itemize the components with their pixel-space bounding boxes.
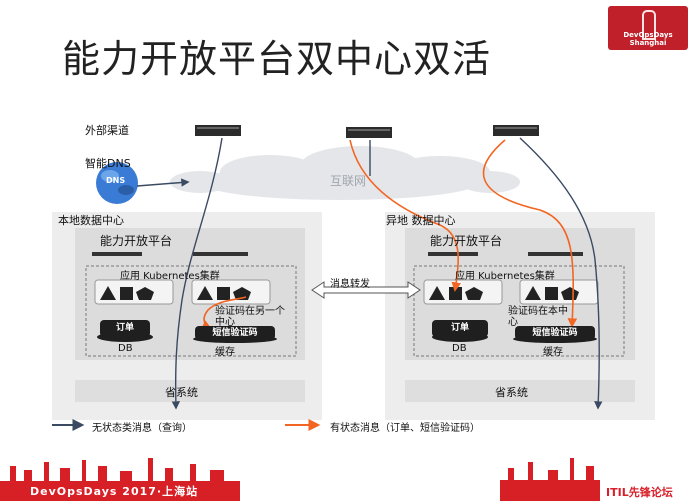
stateful-flow-center — [349, 139, 461, 292]
server-icon — [195, 125, 241, 136]
stateful-flow-right — [482, 139, 578, 328]
remote-db-label: DB — [452, 343, 467, 354]
globe-icon — [96, 162, 138, 204]
message-forward-arrow — [311, 281, 421, 299]
local-dc-title: 本地数据中心 — [58, 214, 124, 227]
logo-text: DevOpsDays Shanghai — [623, 31, 673, 47]
local-platform-label: 能力开放平台 — [100, 234, 173, 248]
local-province-bar — [75, 380, 305, 402]
footer-forum-text: ITIL先锋论坛 — [606, 486, 673, 499]
remote-province-bar — [405, 380, 635, 402]
remote-note: 验证码在本中心 — [508, 306, 568, 328]
remote-dc-title: 异地 数据中心 — [386, 214, 456, 227]
stateless-flow-left — [171, 137, 223, 410]
local-db-label: DB — [118, 343, 133, 354]
local-cache-label: 缓存 — [215, 347, 235, 358]
shape-icons — [100, 286, 579, 300]
legend-stateful-label: 有状态消息（订单、短信验证码） — [330, 423, 480, 434]
smart-dns-label: 智能DNS — [85, 157, 131, 170]
stateful-flow-local — [200, 296, 247, 329]
remote-cluster-label: 应用 Kubernetes集群 — [455, 271, 555, 282]
local-sms-block: 短信验证码 — [195, 326, 275, 340]
local-order-block: 订单 — [100, 320, 150, 337]
remote-province-label: 省系统 — [495, 386, 528, 399]
message-forward-label: 消息转发 — [330, 279, 370, 290]
devopsdays-logo: DevOpsDays Shanghai — [608, 6, 688, 50]
legend-stateless-label: 无状态类消息（查询） — [92, 423, 192, 434]
remote-cluster-box — [413, 265, 625, 357]
local-note: 验证码在另一个中心 — [215, 306, 285, 328]
remote-order-block: 订单 — [432, 320, 488, 337]
dns-badge: DNS — [106, 176, 126, 185]
internet-label: 互联网 — [330, 174, 367, 188]
local-cluster-label: 应用 Kubernetes集群 — [120, 271, 220, 282]
page-title: 能力开放平台双中心双活 — [62, 37, 492, 81]
footer-event-text: DevOpsDays 2017·上海站 — [30, 485, 199, 498]
pearl-tower-icon — [642, 10, 656, 40]
external-channel-label: 外部渠道 — [85, 124, 129, 137]
remote-cache-label: 缓存 — [543, 347, 563, 358]
server-icon — [346, 127, 392, 138]
stateless-flow-dns — [136, 178, 190, 187]
stateless-flow-right — [519, 137, 603, 410]
local-cluster-box — [85, 265, 297, 357]
remote-platform-label: 能力开放平台 — [430, 234, 503, 248]
server-icon — [493, 125, 539, 136]
remote-sms-block: 短信验证码 — [515, 326, 595, 340]
local-province-label: 省系统 — [165, 386, 198, 399]
